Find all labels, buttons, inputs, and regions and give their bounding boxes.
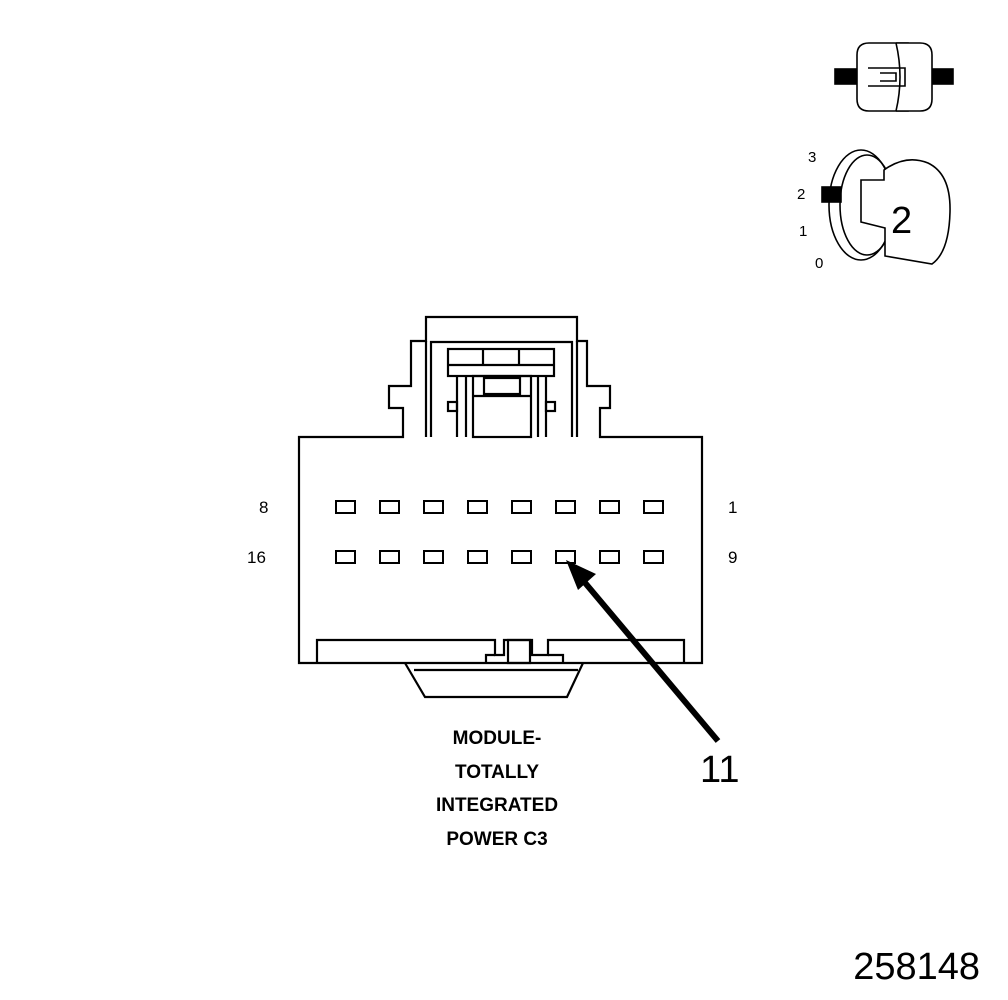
pin-cavity-2: [599, 500, 620, 514]
pin-cavity-1: [643, 500, 664, 514]
pin-row-bottom: [335, 550, 664, 564]
pin-label-1: 1: [728, 498, 737, 517]
pin-label-9: 9: [728, 548, 737, 567]
pin-label-16: 16: [247, 548, 266, 567]
pin-cavity-8: [335, 500, 356, 514]
pin-cavity-16: [335, 550, 356, 564]
pin-cavity-10: [599, 550, 620, 564]
connector-title-line-1: MODULE-: [453, 728, 542, 749]
connector-title-line-3: INTEGRATED: [436, 795, 558, 816]
key-position-0: 0: [815, 255, 823, 272]
pin-cavity-6: [423, 500, 444, 514]
connector-title-line-2: TOTALLY: [455, 762, 539, 783]
pin-cavity-12: [511, 550, 532, 564]
pin-cavity-15: [379, 550, 400, 564]
pin-cavity-7: [379, 500, 400, 514]
callout-label: 11: [700, 749, 739, 791]
pin-cavity-5: [467, 500, 488, 514]
callout-arrow-icon: [566, 560, 721, 743]
pin-cavity-9: [643, 550, 664, 564]
key-position-number: 2: [891, 200, 912, 242]
pin-cavity-14: [423, 550, 444, 564]
pin-cavity-13: [467, 550, 488, 564]
pin-label-8: 8: [259, 498, 268, 517]
figure-number: 258148: [853, 946, 980, 988]
pin-row-top: [335, 500, 664, 514]
key-position-3: 3: [808, 149, 816, 166]
key-position-2: 2: [797, 186, 805, 203]
pin-cavity-3: [555, 500, 576, 514]
pin-cavity-4: [511, 500, 532, 514]
ignition-key-icon: [821, 149, 951, 265]
connector-symbol-icon: [834, 42, 954, 112]
connector-title-line-4: POWER C3: [446, 829, 547, 850]
pin-cavity-11: [555, 550, 576, 564]
connector-housing: [297, 315, 704, 699]
key-position-1: 1: [799, 223, 807, 240]
